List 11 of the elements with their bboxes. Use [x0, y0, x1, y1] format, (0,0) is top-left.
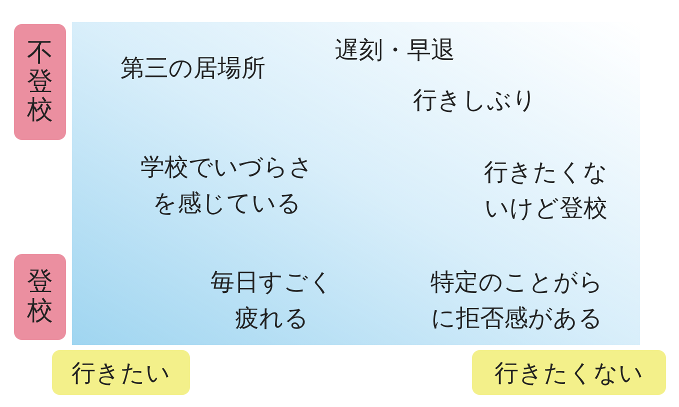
axis-label-tag: 登校 — [14, 254, 66, 340]
quadrant-label: 第三の居場所 — [120, 53, 266, 84]
quadrant-label: 学校でいづらさを感じている — [140, 152, 314, 219]
quadrant-label: 特定のことがらに拒否感がある — [430, 267, 604, 334]
axis-end-tag: 行きたくない — [472, 350, 666, 395]
quadrant-label: 毎日すごく疲れる — [210, 267, 334, 334]
axis-end-tag: 行きたい — [52, 350, 190, 395]
axis-label-tag: 不登校 — [14, 24, 66, 140]
quadrant-label: 遅刻・早退 — [334, 35, 456, 66]
quadrant-label: 行きしぶり — [412, 85, 538, 116]
quadrant-label: 行きたくないけど登校 — [483, 157, 609, 224]
